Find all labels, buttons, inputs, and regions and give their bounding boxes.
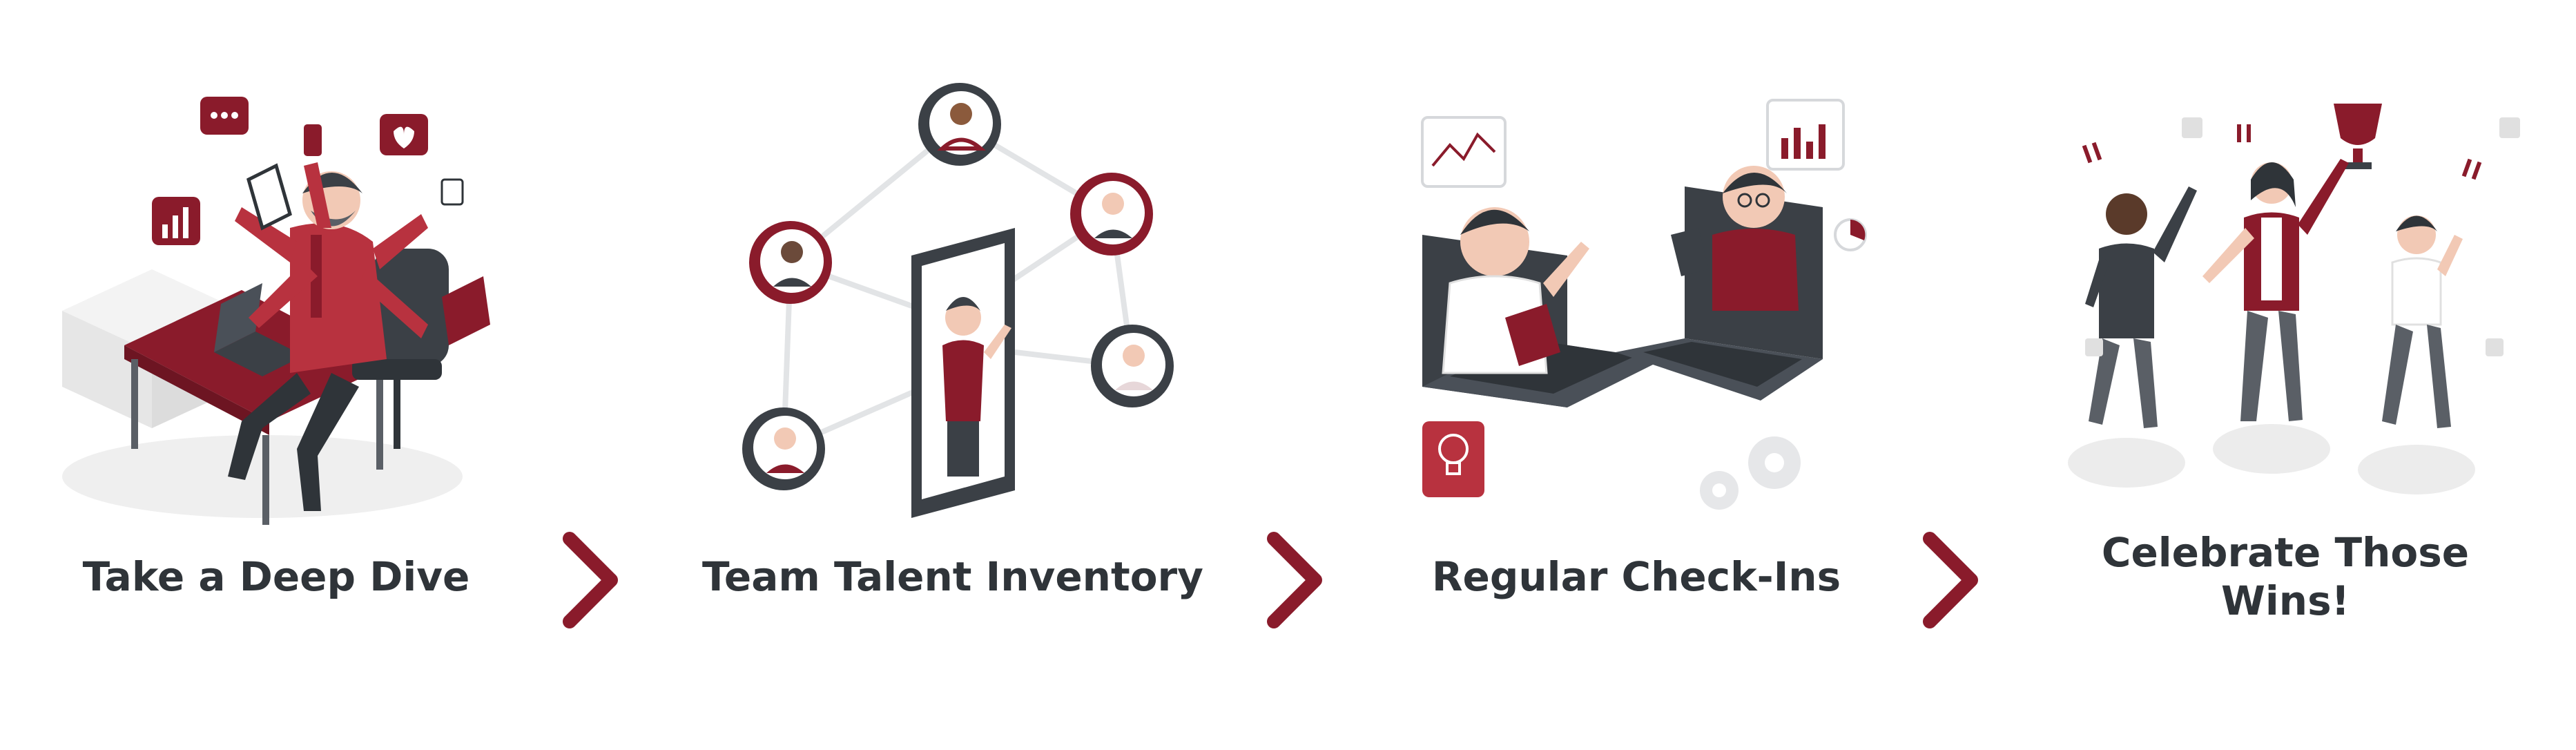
chevron-right-icon bbox=[563, 532, 618, 628]
step-celebrate-those-wins: Celebrate Those Wins! bbox=[2023, 0, 2548, 750]
step-label: Take a Deep Dive bbox=[82, 553, 470, 600]
step-label-line: Celebrate Those bbox=[2101, 529, 2470, 576]
step-label: Team Talent Inventory bbox=[702, 553, 1203, 600]
step-label: Celebrate Those Wins! bbox=[2023, 528, 2548, 625]
step-team-talent-inventory: Team Talent Inventory bbox=[690, 0, 1215, 750]
chevron-right-icon bbox=[1923, 532, 1978, 628]
video-call-laptops-icon bbox=[1421, 99, 1867, 510]
step-label-line: Wins! bbox=[2220, 577, 2350, 624]
multitasking-worker-icon bbox=[62, 97, 490, 525]
step-regular-check-ins: Regular Check-Ins bbox=[1374, 0, 1899, 750]
team-network-icon bbox=[742, 83, 1174, 518]
chevron-right-icon bbox=[1267, 532, 1322, 628]
celebrating-team-icon bbox=[2068, 104, 2520, 494]
step-label: Regular Check-Ins bbox=[1431, 553, 1841, 600]
step-take-a-deep-dive: Take a Deep Dive bbox=[14, 0, 539, 750]
